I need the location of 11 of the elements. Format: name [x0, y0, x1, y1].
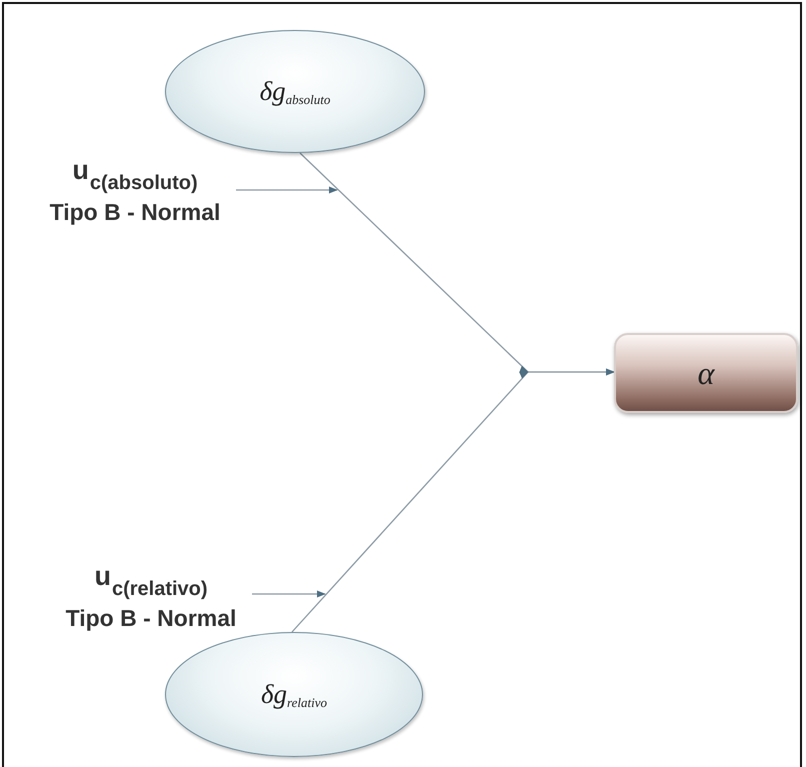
arrow: [292, 368, 614, 632]
variable-label: α: [698, 354, 714, 392]
variable-label: δg$_{absoluto}$: [260, 76, 330, 108]
distribution-label: Tipo B - Normal: [50, 200, 220, 225]
arrow: [236, 186, 338, 194]
variable-label: δg$_{relativo}$: [260, 678, 327, 710]
uncertainty-symbol: u$_{c(relativo)}$: [94, 563, 208, 602]
output-box: [614, 333, 798, 413]
distribution-label: Tipo B - Normal: [66, 606, 236, 631]
arrow: [252, 590, 326, 598]
uncertainty-symbol: u$_{c(absoluto)}$: [72, 157, 198, 196]
